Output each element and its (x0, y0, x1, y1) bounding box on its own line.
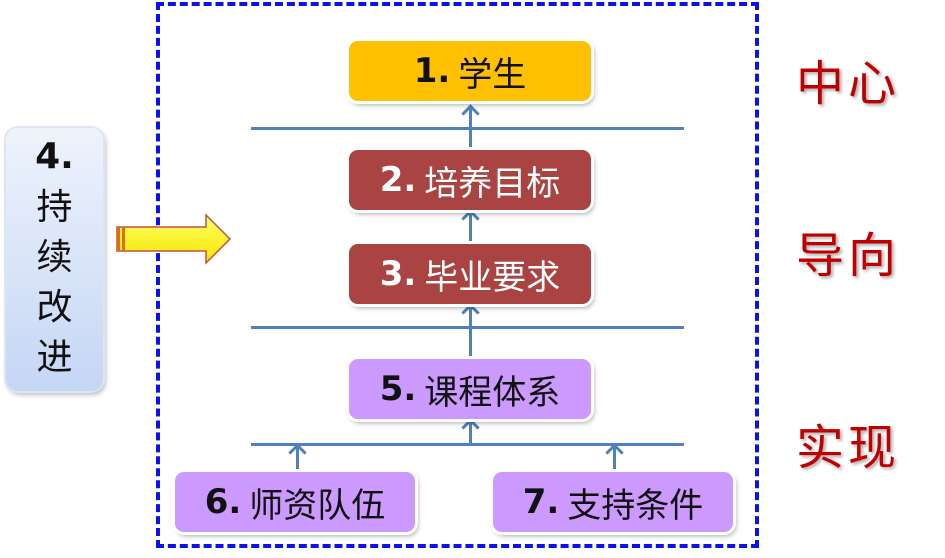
continuous-improvement-box: 4. 持 续 改 进 (6, 128, 103, 391)
connector-line (469, 214, 472, 244)
connector-line (469, 108, 472, 150)
student-box: 1. 学生 (349, 41, 591, 101)
connector-line (251, 127, 684, 130)
box-label: 学生 (458, 54, 527, 95)
connector-line (469, 308, 472, 358)
connector-line (251, 443, 684, 446)
label-center: 中心 (796, 56, 901, 112)
box-label: 课程体系 (424, 372, 561, 413)
box-number: 5. (379, 369, 417, 409)
faculty-box: 6. 师资队伍 (175, 472, 415, 532)
box-label: 培养目标 (424, 163, 561, 204)
label-realization: 实现 (796, 420, 901, 476)
box-label: 毕业要求 (424, 257, 561, 298)
graduation-requirements-box: 3. 毕业要求 (349, 244, 591, 304)
connector-line (251, 326, 684, 329)
box-number: 1. (413, 51, 451, 91)
box-label: 师资队伍 (249, 485, 386, 526)
diagram-frame (156, 2, 759, 548)
improvement-char: 续 (36, 237, 73, 278)
improvement-char: 改 (36, 287, 73, 328)
box-label: 支持条件 (567, 485, 704, 526)
improvement-char: 持 (36, 187, 73, 228)
label-orientation: 导向 (796, 228, 901, 284)
support-conditions-box: 7. 支持条件 (493, 472, 733, 532)
curriculum-box: 5. 课程体系 (349, 359, 591, 419)
improvement-arrow-icon (116, 213, 232, 265)
box-number: 7. (522, 482, 560, 522)
box-number: 6. (204, 482, 242, 522)
box-number: 3. (379, 254, 417, 294)
improvement-char: 进 (36, 337, 73, 378)
box-number: 2. (379, 160, 417, 200)
training-goals-box: 2. 培养目标 (349, 150, 591, 210)
improvement-number: 4. (35, 136, 74, 177)
